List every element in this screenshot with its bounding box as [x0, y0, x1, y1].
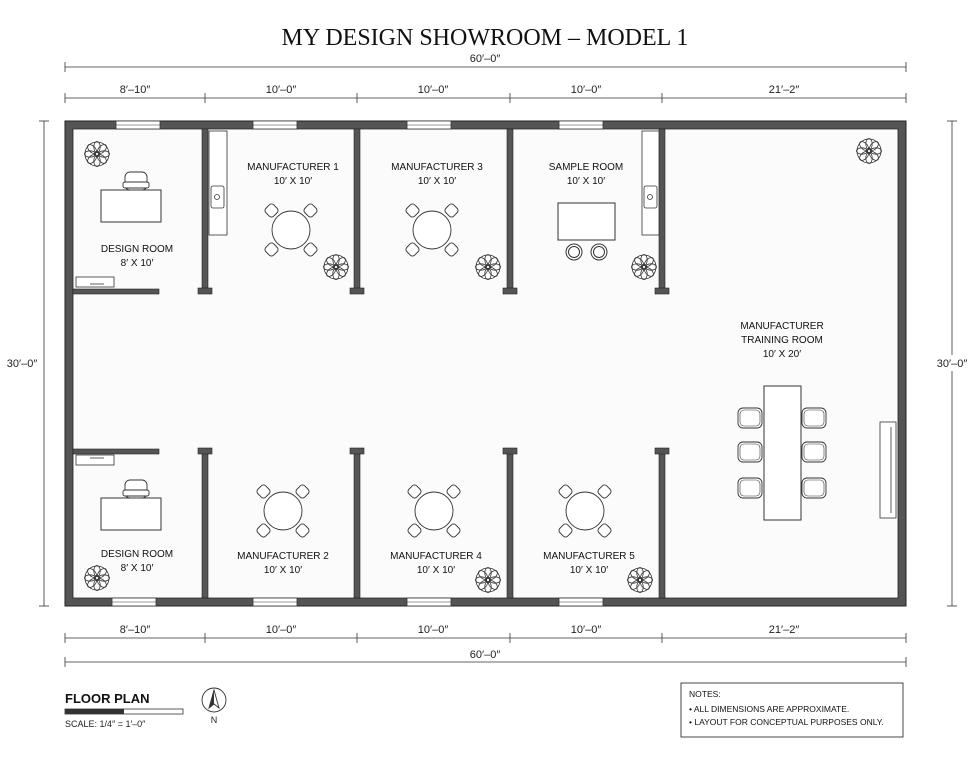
exterior-walls	[64, 120, 907, 607]
manufacturer-1-size: 10′ X 10′	[274, 176, 312, 187]
north-arrow-icon	[201, 687, 227, 713]
round-table-icon	[255, 483, 311, 539]
interior-walls	[72, 128, 670, 599]
notes-box: NOTES: • ALL DIMENSIONS ARE APPROXIMATE.…	[680, 682, 904, 738]
overall-height-left: 30′–0″	[7, 358, 38, 370]
file-cabinet	[75, 454, 115, 466]
wall-screen	[879, 421, 897, 519]
seg-dim-1: 8′–10″	[120, 84, 151, 96]
design-room-bottom-size: 8′ X 10′	[121, 563, 154, 574]
plant-icon	[84, 141, 110, 167]
seg-dim-bottom-5: 21′–2″	[769, 624, 800, 636]
dim-left	[39, 120, 49, 607]
round-table-icon	[406, 483, 462, 539]
north-label: N	[211, 715, 218, 725]
conference-table	[737, 385, 827, 521]
sample-room-size: 10′ X 10′	[567, 176, 605, 187]
plant-icon	[84, 565, 110, 591]
design-room-top-name: DESIGN ROOM	[101, 244, 173, 255]
design-room-bottom-name: DESIGN ROOM	[101, 549, 173, 560]
sample-table	[557, 202, 616, 261]
seg-dim-bottom-2: 10′–0″	[266, 624, 297, 636]
overall-width-bottom-label: 60′–0″	[470, 649, 501, 661]
overall-height-right: 30′–0″	[937, 358, 968, 370]
round-table-icon	[263, 202, 319, 258]
sample-room-name: SAMPLE ROOM	[549, 162, 623, 173]
seg-dim-bottom-4: 10′–0″	[571, 624, 602, 636]
training-room-name-1: MANUFACTURER	[740, 321, 823, 332]
counter-icon	[641, 130, 660, 236]
counter-icon	[208, 130, 228, 236]
plant-icon	[475, 567, 501, 593]
plant-icon	[323, 254, 349, 280]
training-room-name-2: TRAINING ROOM	[741, 335, 823, 346]
round-table-icon	[557, 483, 613, 539]
seg-dim-3: 10′–0″	[418, 84, 449, 96]
scale-text: SCALE: 1/4″ = 1′–0″	[65, 719, 146, 729]
scale-bar	[64, 708, 184, 715]
seg-dim-2: 10′–0″	[266, 84, 297, 96]
manufacturer-3-size: 10′ X 10′	[418, 176, 456, 187]
dim-segments-top	[64, 93, 907, 103]
training-room-size: 10′ X 20′	[763, 349, 801, 360]
plant-icon	[856, 138, 882, 164]
page-title: MY DESIGN SHOWROOM – MODEL 1	[282, 25, 689, 51]
manufacturer-2-size: 10′ X 10′	[264, 565, 302, 576]
floor-plan-heading: FLOOR PLAN	[65, 691, 150, 706]
manufacturer-5-size: 10′ X 10′	[570, 565, 608, 576]
plant-icon	[627, 567, 653, 593]
note-item-1: • ALL DIMENSIONS ARE APPROXIMATE.	[689, 704, 849, 714]
manufacturer-4-size: 10′ X 10′	[417, 565, 455, 576]
note-item-2: • LAYOUT FOR CONCEPTUAL PURPOSES ONLY.	[689, 717, 884, 727]
plant-icon	[631, 254, 657, 280]
manufacturer-1-name: MANUFACTURER 1	[247, 162, 339, 173]
seg-dim-4: 10′–0″	[571, 84, 602, 96]
seg-dim-bottom-3: 10′–0″	[418, 624, 449, 636]
plant-icon	[475, 254, 501, 280]
seg-dim-5: 21′–2″	[769, 84, 800, 96]
manufacturer-4-name: MANUFACTURER 4	[390, 551, 482, 562]
dim-segments-bottom	[64, 633, 907, 643]
manufacturer-2-name: MANUFACTURER 2	[237, 551, 329, 562]
seg-dim-bottom-1: 8′–10″	[120, 624, 151, 636]
design-room-top-size: 8′ X 10′	[121, 258, 154, 269]
notes-heading: NOTES:	[689, 689, 721, 699]
file-cabinet	[75, 276, 115, 288]
round-table-icon	[404, 202, 460, 258]
overall-width-label: 60′–0″	[470, 53, 501, 65]
dim-overall-top	[64, 62, 907, 72]
manufacturer-5-name: MANUFACTURER 5	[543, 551, 635, 562]
dim-overall-bottom	[64, 657, 907, 667]
manufacturer-3-name: MANUFACTURER 3	[391, 162, 483, 173]
